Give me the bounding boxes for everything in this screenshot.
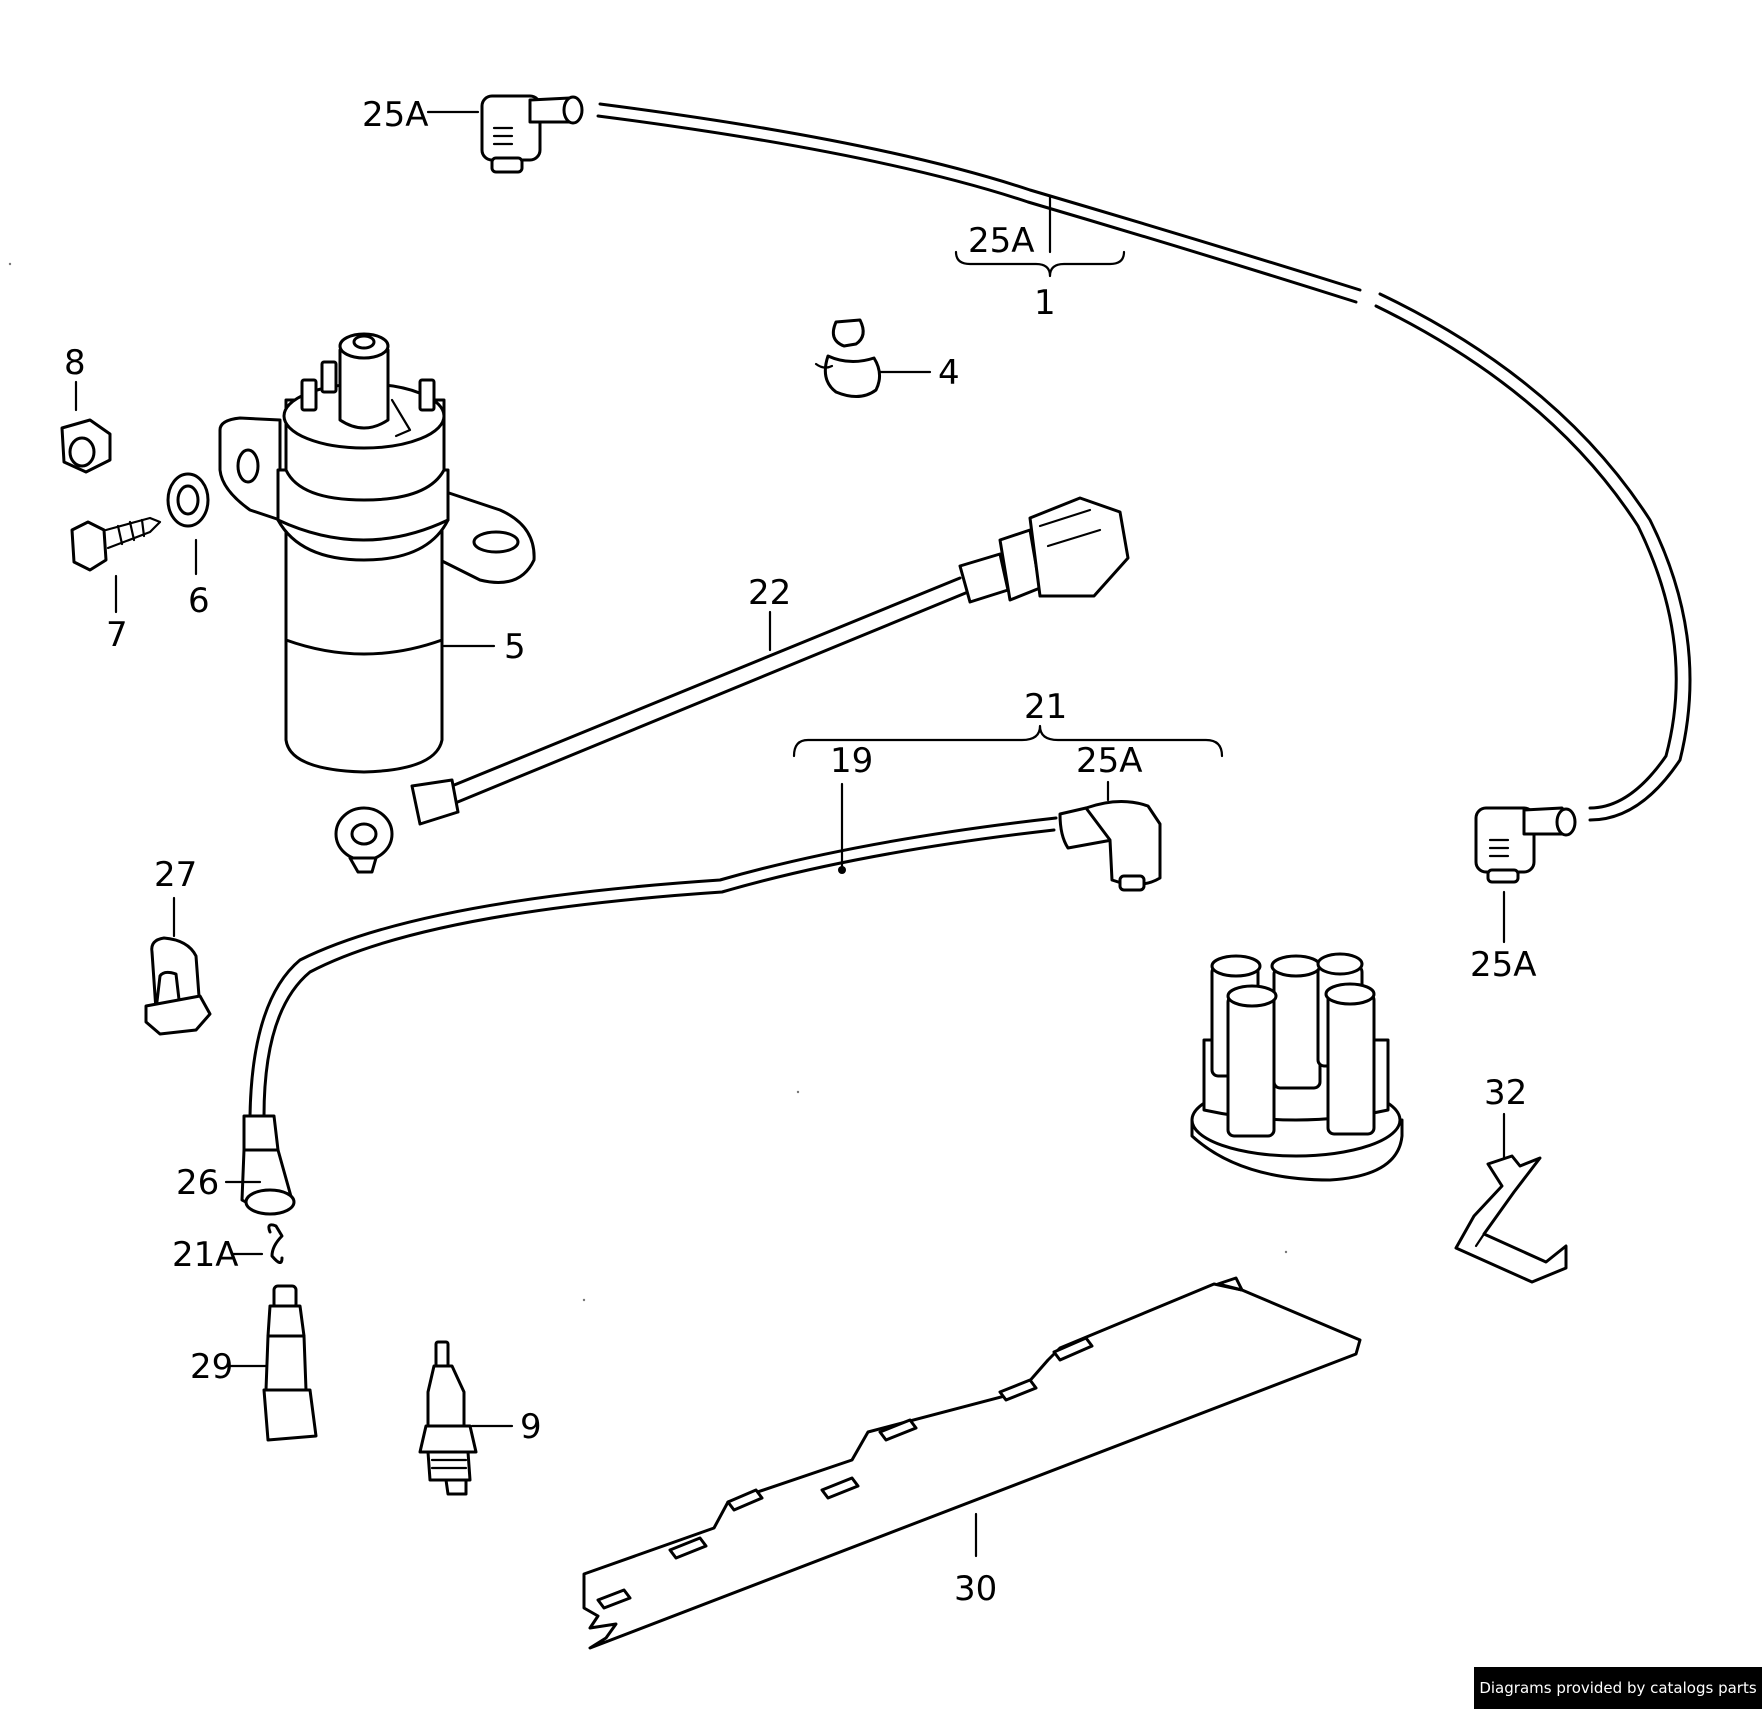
label-25a-right: 25A xyxy=(1470,945,1537,985)
label-26: 26 xyxy=(176,1163,219,1203)
connector-25a-top xyxy=(480,94,584,174)
screw-part-7 xyxy=(70,516,162,572)
distributor-cap xyxy=(1190,952,1404,1182)
connector-25a-mid xyxy=(1058,799,1162,892)
ignition-coil-part-5 xyxy=(218,332,536,774)
label-9: 9 xyxy=(520,1407,542,1447)
label-21: 21 xyxy=(1024,687,1067,727)
label-19: 19 xyxy=(830,741,873,781)
label-1: 1 xyxy=(1034,283,1056,323)
boot-part-26 xyxy=(240,1114,296,1216)
connector-25a-right xyxy=(1474,806,1577,884)
clip-part-27 xyxy=(144,936,212,1036)
clip-part-21a xyxy=(267,1223,284,1264)
nut-part-8 xyxy=(60,418,112,474)
strip-part-30 xyxy=(582,1276,1362,1650)
label-8: 8 xyxy=(64,343,86,383)
label-5: 5 xyxy=(504,627,526,667)
label-25a-top: 25A xyxy=(362,95,429,135)
cable-part-22 xyxy=(334,496,1130,874)
bracket-part-32 xyxy=(1454,1154,1568,1284)
label-4: 4 xyxy=(938,353,960,393)
label-29: 29 xyxy=(190,1347,233,1387)
label-25a-mid: 25A xyxy=(1076,741,1143,781)
ignition-lead-top xyxy=(480,94,1692,884)
spark-plug-part-9 xyxy=(418,1340,478,1496)
washer-part-6 xyxy=(166,472,210,528)
label-32: 32 xyxy=(1484,1073,1527,1113)
connector-part-29 xyxy=(262,1284,318,1442)
label-27: 27 xyxy=(154,855,197,895)
label-7: 7 xyxy=(106,615,128,655)
label-6: 6 xyxy=(188,581,210,621)
label-22: 22 xyxy=(748,573,791,613)
label-21a: 21A xyxy=(172,1235,239,1275)
cable-part-19 xyxy=(248,816,1058,1118)
clip-part-4 xyxy=(814,318,881,398)
label-30: 30 xyxy=(954,1569,997,1609)
diagram-credit: Diagrams provided by catalogs parts xyxy=(1474,1667,1762,1709)
label-25a-bracket: 25A xyxy=(968,221,1035,261)
